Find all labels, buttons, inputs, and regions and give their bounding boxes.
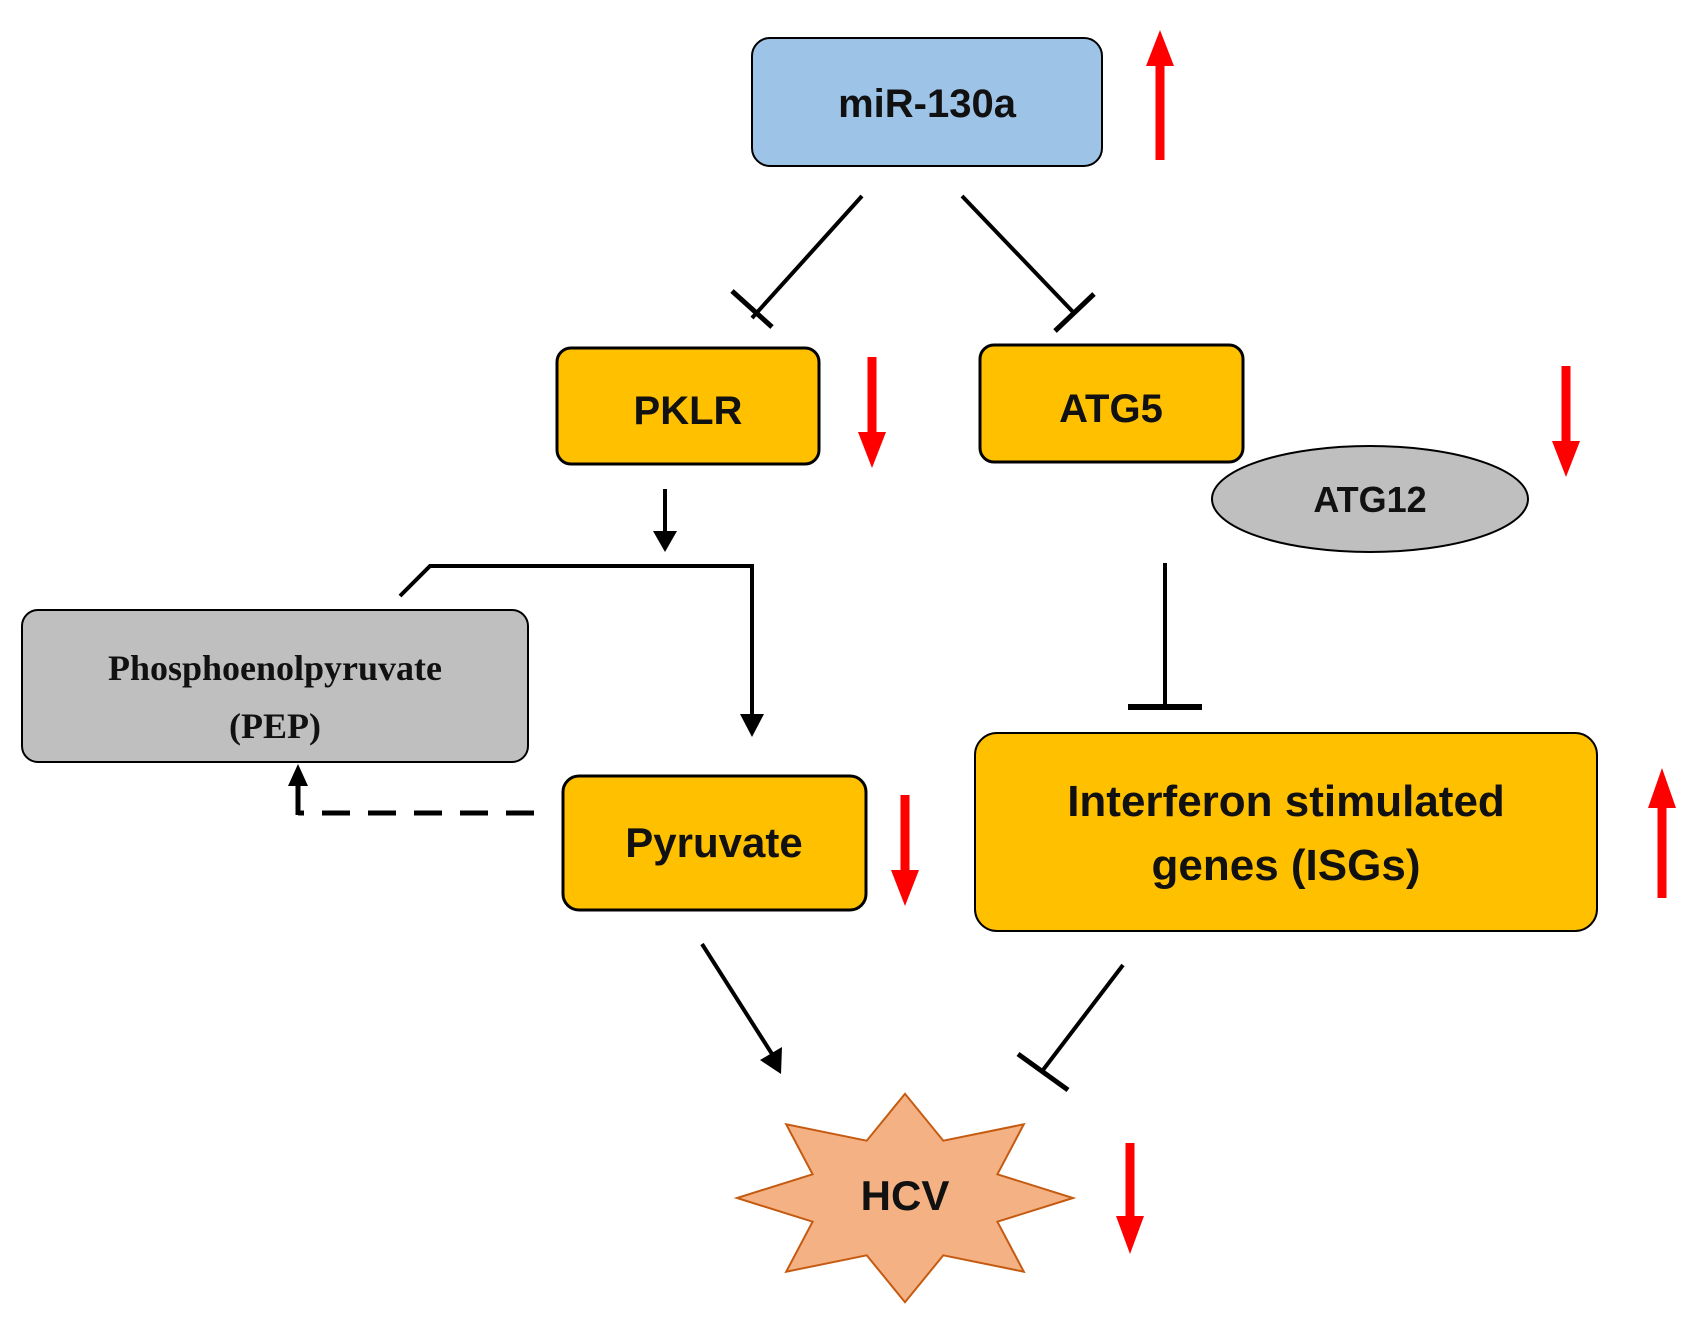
node-pyruvate-box — [561, 774, 868, 912]
node-isgs: Interferon stimulated genes (ISGs) — [974, 732, 1598, 932]
node-hcv: HCV — [733, 1092, 1077, 1304]
node-pep-line1: Phosphoenolpyruvate — [108, 648, 442, 688]
edge-atg5-isgs — [1128, 563, 1202, 710]
trend-up-mir130a-icon — [1146, 30, 1174, 160]
node-atg12-shape — [1211, 445, 1529, 553]
edge-mir130a-atg5 — [960, 194, 1096, 333]
node-atg5: ATG5 — [978, 343, 1245, 464]
node-isgs-line2: genes (ISGs) — [1152, 841, 1421, 890]
edge-pklr-down — [653, 489, 677, 552]
trend-down-atg-icon — [1552, 366, 1580, 477]
node-mir130a: miR-130a — [751, 37, 1103, 167]
node-isgs-line1: Interferon stimulated — [1067, 777, 1505, 826]
node-pep: Phosphoenolpyruvate (PEP) — [21, 609, 529, 763]
node-isgs-box — [974, 732, 1598, 932]
node-pklr-box — [555, 346, 821, 466]
node-pep-line2: (PEP) — [229, 706, 321, 746]
trend-down-pyruvate-icon — [891, 795, 919, 906]
trend-down-hcv-icon — [1116, 1143, 1144, 1254]
edge-pyruvate-pep-dashed — [288, 764, 534, 816]
node-mir130a-box — [751, 37, 1103, 167]
node-pyruvate-label: Pyruvate — [625, 819, 802, 866]
edge-pyruvate-hcv — [700, 942, 782, 1074]
node-pyruvate: Pyruvate — [561, 774, 868, 912]
node-atg12: ATG12 — [1211, 445, 1529, 553]
trend-up-isgs-icon — [1648, 768, 1676, 898]
node-hcv-label: HCV — [861, 1172, 950, 1219]
node-pklr: PKLR — [555, 346, 821, 466]
trend-down-pklr-icon — [858, 357, 886, 468]
node-atg12-label: ATG12 — [1313, 479, 1426, 520]
node-pklr-label: PKLR — [634, 389, 743, 433]
node-atg5-label: ATG5 — [1059, 387, 1163, 431]
edge-isgs-hcv — [1016, 963, 1125, 1093]
node-mir130a-label: miR-130a — [838, 82, 1017, 126]
edge-mir130a-pklr — [730, 194, 864, 329]
node-atg5-box — [978, 343, 1245, 464]
edge-pep-to-pyruvate — [398, 564, 764, 737]
node-hcv-star — [733, 1092, 1077, 1304]
node-pep-box — [21, 609, 529, 763]
